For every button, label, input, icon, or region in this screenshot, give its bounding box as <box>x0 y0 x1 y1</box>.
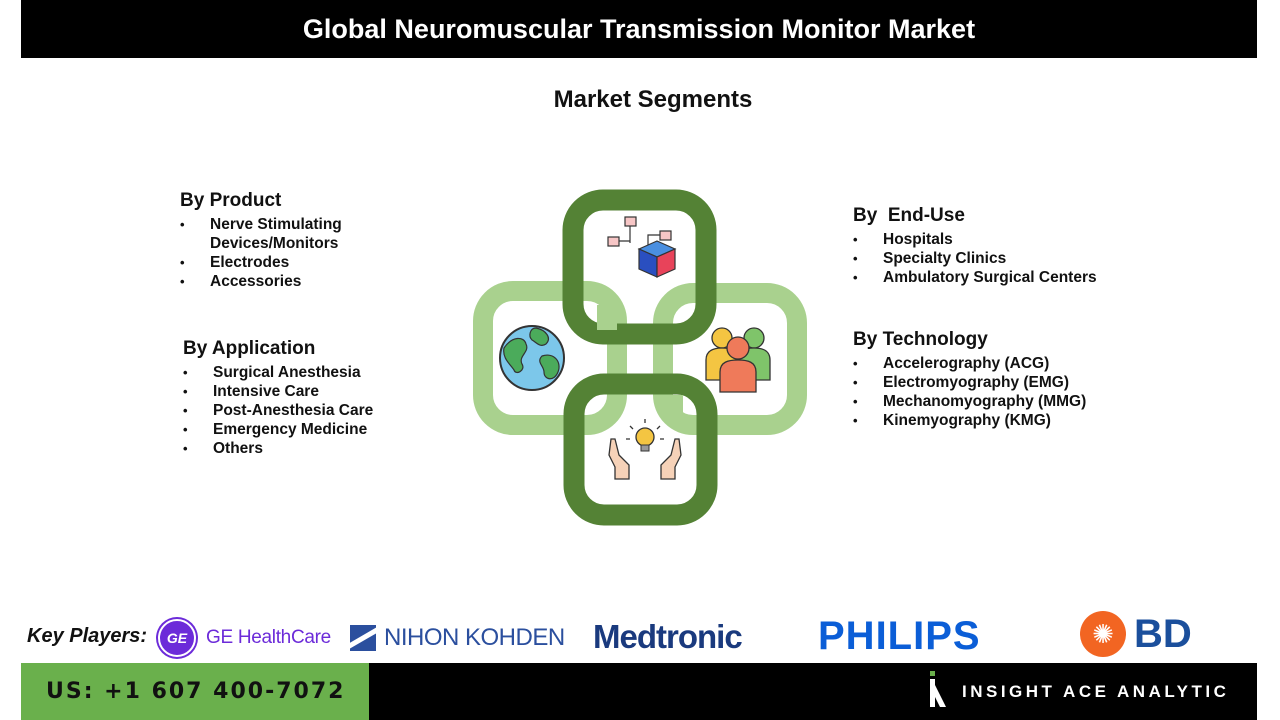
phone-number[interactable]: US: +1 607 400-7072 <box>46 679 346 704</box>
hands-lightbulb-icon <box>608 419 682 480</box>
insight-ace-logo-icon <box>930 671 946 707</box>
brand-name: INSIGHT ACE ANALYTIC <box>962 682 1230 701</box>
segment-title: By Application <box>183 338 316 359</box>
logo-text: BD <box>1134 611 1192 656</box>
footer-brand: INSIGHT ACE ANALYTIC <box>369 663 1257 720</box>
list-item: Electromyography (EMG) <box>853 373 1086 392</box>
page-title: Global Neuromuscular Transmission Monito… <box>302 13 976 44</box>
medtronic-logo: Medtronic <box>593 618 743 656</box>
section-subtitle: Market Segments <box>553 86 753 113</box>
list-item: Emergency Medicine <box>183 420 373 439</box>
list-item: Specialty Clinics <box>853 249 1097 268</box>
segment-by-technology: By Technology Accelerography (ACG) Elect… <box>853 329 1086 430</box>
list-item: Accelerography (ACG) <box>853 354 1086 373</box>
logo-text: NIHON KOHDEN <box>384 624 565 651</box>
bd-logo: ✺ BD <box>1080 611 1192 657</box>
segments-chain-graphic <box>465 185 815 530</box>
list-item: Intensive Care <box>183 382 373 401</box>
bottom-link <box>563 373 718 526</box>
interlocking-squares <box>473 189 807 526</box>
list-item: Mechanomyography (MMG) <box>853 392 1086 411</box>
bd-sun-icon: ✺ <box>1080 611 1126 657</box>
segment-list: Surgical Anesthesia Intensive Care Post-… <box>183 363 373 458</box>
philips-logo: PHILIPS <box>818 614 981 659</box>
segment-by-end-use: By End-Use Hospitals Specialty Clinics A… <box>853 205 1097 287</box>
segment-title: By Product <box>180 190 282 211</box>
list-item: Electrodes <box>180 253 360 272</box>
segment-by-application: By Application Surgical Anesthesia Inten… <box>183 338 373 458</box>
right-link <box>653 283 807 435</box>
list-item: Hospitals <box>853 230 1097 249</box>
ge-monogram: GE <box>158 619 196 657</box>
nihon-kohden-mark-icon <box>350 625 376 651</box>
segment-list: Nerve Stimulating Devices/Monitors Elect… <box>180 215 360 291</box>
title-bar: Global Neuromuscular Transmission Monito… <box>21 0 1257 58</box>
segment-list: Accelerography (ACG) Electromyography (E… <box>853 354 1086 430</box>
logo-text: GE HealthCare <box>206 627 331 648</box>
list-item: Accessories <box>180 272 360 291</box>
list-item: Kinemyography (KMG) <box>853 411 1086 430</box>
segment-list: Hospitals Specialty Clinics Ambulatory S… <box>853 230 1097 287</box>
people-group-icon <box>705 327 771 393</box>
list-item: Nerve Stimulating Devices/Monitors <box>180 215 360 253</box>
top-link <box>562 189 717 345</box>
nihon-kohden-logo: NIHON KOHDEN <box>350 624 565 652</box>
list-item: Surgical Anesthesia <box>183 363 373 382</box>
list-item: Post-Anesthesia Care <box>183 401 373 420</box>
list-item: Others <box>183 439 373 458</box>
left-link <box>473 281 627 435</box>
cube-network-icon <box>607 216 677 278</box>
footer-contact: US: +1 607 400-7072 <box>21 663 369 720</box>
logo-text: Medtronic <box>593 618 743 655</box>
segment-title: By End-Use <box>853 205 965 226</box>
segment-title: By Technology <box>853 329 988 350</box>
globe-icon <box>499 325 565 391</box>
segment-by-product: By Product Nerve Stimulating Devices/Mon… <box>180 190 360 291</box>
logo-text: PHILIPS <box>818 614 981 658</box>
ge-healthcare-logo: GE GE HealthCare <box>158 619 331 657</box>
list-item: Ambulatory Surgical Centers <box>853 268 1097 287</box>
key-players-label: Key Players: <box>27 625 148 647</box>
